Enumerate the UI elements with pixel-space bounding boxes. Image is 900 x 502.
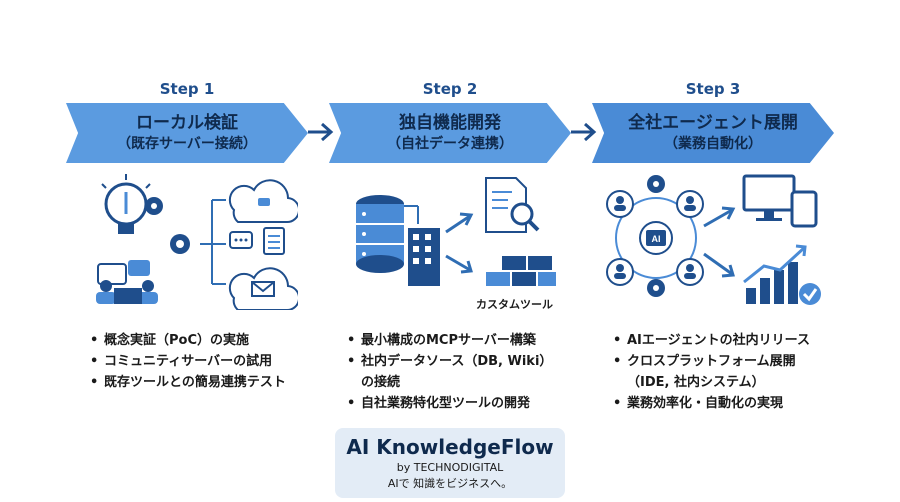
building-icon [408,228,440,286]
step-3-subtitle: （業務自動化） [664,136,762,152]
checkmark-icon [799,283,821,305]
list-item: 最小構成のMCPサーバー構築 [347,330,552,351]
list-item: クロスプラットフォーム展開 [613,351,810,372]
brand-name: AI KnowledgeFlow [346,435,554,459]
step-3-label: Step 3 [685,80,741,98]
step-2-label: Step 2 [422,80,478,98]
chat-icon [229,231,253,249]
document-search-icon [485,177,540,233]
cloud-icon [228,179,298,224]
step-arrow-icon [571,122,597,142]
monitor-icon [742,174,796,221]
database-icon [356,195,404,273]
step-1-illustration [96,174,298,310]
lightbulb-icon [101,174,151,234]
step-3-title: 全社エージェント展開 [628,113,798,133]
step-arrow-icon [308,122,334,142]
list-item: 社内データソース（DB, Wiki） [347,351,552,372]
step-2-bullets: 最小構成のMCPサーバー構築 社内データソース（DB, Wiki） の接続 自社… [347,330,552,414]
ai-chip-label: AI [652,234,661,244]
blocks-icon [486,256,556,286]
step-2-title: 独自機能開発 [399,113,501,133]
meeting-icon [96,260,158,304]
brand-tagline: AIで 知識をビジネスへ。 [387,477,513,490]
list-item: コミュニティサーバーの試用 [90,351,286,372]
step-1-banner: ローカル検証 （既存サーバー接続） [66,103,308,163]
mail-icon [228,267,298,310]
tablet-icon [790,190,818,228]
step-3-bullets: AIエージェントの社内リリース クロスプラットフォーム展開 （IDE, 社内シス… [613,330,810,414]
list-item: 自社業務特化型ツールの開発 [347,393,552,414]
step-2-banner: 独自機能開発 （自社データ連携） [329,103,571,163]
checklist-icon [263,227,285,255]
step-3-illustration: AI [606,174,821,305]
gear-icon [145,197,190,254]
step-2-subtitle: （自社データ連携） [387,136,513,152]
step-1-title: ローカル検証 [136,113,238,133]
user-icon [606,190,704,286]
list-item-continuation: （IDE, 社内システム） [627,375,765,390]
custom-tool-label: カスタムツール [476,298,553,311]
gear-icon [647,175,665,297]
step-3-banner: 全社エージェント展開 （業務自動化） [592,103,834,163]
brain-icon: AI [639,221,673,255]
step-1-subtitle: （既存サーバー接続） [117,136,257,152]
brand-by: by TECHNODIGITAL [396,461,504,474]
list-item: 業務効率化・自動化の実現 [613,393,810,414]
step-1-bullets: 概念実証（PoC）の実施 コミュニティサーバーの試用 既存ツールとの簡易連携テス… [90,330,286,393]
list-item: 既存ツールとの簡易連携テスト [90,372,286,393]
list-item-continuation: の接続 [361,375,401,390]
growth-chart-icon [743,244,807,304]
list-item: AIエージェントの社内リリース [613,330,810,351]
list-item: 概念実証（PoC）の実施 [90,330,286,351]
brand-box: AI KnowledgeFlow by TECHNODIGITAL AIで 知識… [335,428,565,498]
step-2-illustration [356,177,556,286]
step-1-label: Step 1 [159,80,215,98]
